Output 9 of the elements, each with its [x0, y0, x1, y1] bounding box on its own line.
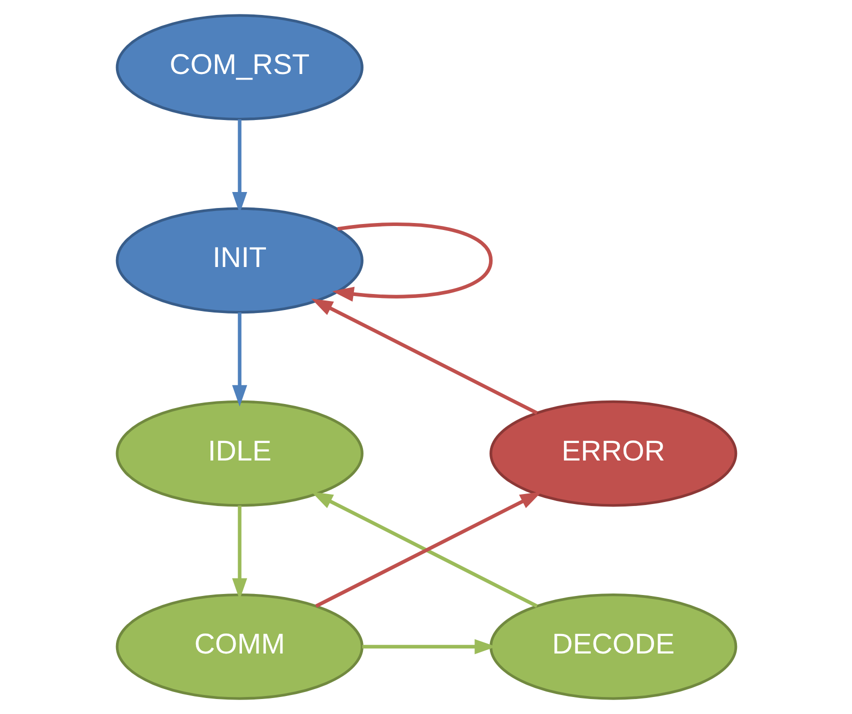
node-ellipse: IDLE	[115, 400, 363, 507]
arrow	[332, 222, 492, 302]
node-ellipse: INIT	[115, 207, 363, 314]
node-ellipse: DECODE	[489, 593, 737, 700]
node-ellipse: ERROR	[489, 400, 737, 507]
arrow	[310, 298, 538, 415]
arrow	[232, 312, 247, 407]
node-ellipse: COM_RST	[115, 14, 363, 121]
node-ellipse: COMM	[115, 593, 363, 700]
